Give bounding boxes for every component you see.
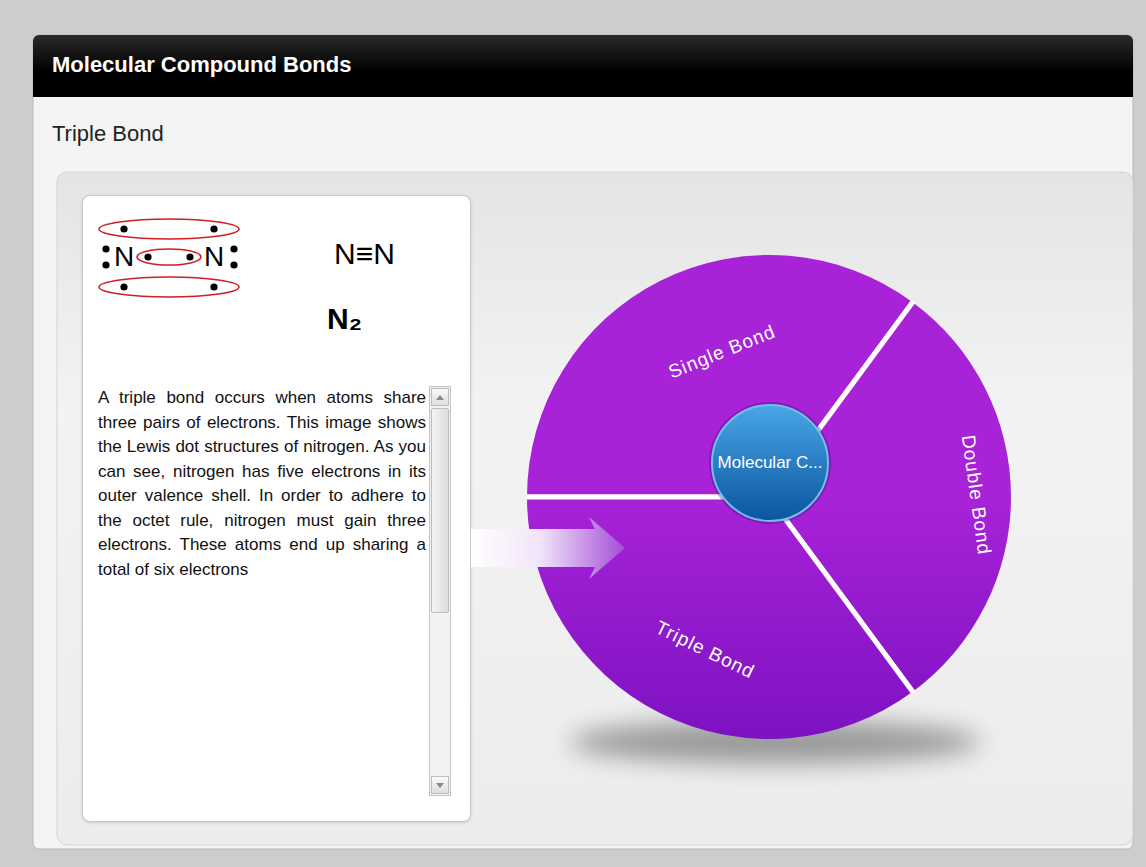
description-text: A triple bond occurs when atoms share th…	[98, 386, 426, 582]
text-holder: N≡N	[334, 237, 395, 271]
scroll-arrows	[430, 387, 450, 797]
text-holder: N₂	[327, 302, 362, 336]
label-holder: Triple Bond	[52, 121, 164, 147]
content-area	[57, 172, 1133, 845]
electron-dot	[230, 245, 237, 252]
info-card: N≡N N₂ A triple bond occurs when atoms sha…	[82, 195, 471, 822]
segment-divider	[769, 497, 913, 693]
shared-pair-ring	[137, 249, 201, 265]
panel	[33, 35, 1133, 849]
shared-pair-ring	[99, 219, 239, 239]
hub-ring	[709, 402, 831, 524]
text-holder: A triple bond occurs when atoms share th…	[98, 386, 426, 582]
structural-formula: N≡N	[334, 237, 395, 271]
hub-label: Molecular C...	[718, 453, 823, 473]
shared-pair-ring	[99, 277, 239, 297]
electron-dot	[210, 283, 217, 290]
arrow-down-glyph	[436, 783, 444, 788]
label-holder: N	[114, 241, 134, 273]
hub-fill	[712, 405, 828, 521]
electron-dot	[102, 245, 109, 252]
label-holder: N	[204, 241, 224, 273]
text-holder: Molecular Compound Bonds	[52, 52, 351, 78]
page-title: Molecular Compound Bonds	[52, 52, 351, 78]
electron-dot	[102, 261, 109, 268]
text-holder: Molecular C...	[718, 453, 823, 473]
electron-dot	[144, 253, 151, 260]
electron-dot	[120, 225, 127, 232]
atom-symbol: N	[114, 241, 134, 273]
scrollbar-track	[429, 386, 451, 796]
electron-dot	[120, 283, 127, 290]
scroll-thumb	[431, 408, 449, 613]
hub-circle: Molecular C...	[708, 401, 832, 525]
electron-dot	[210, 225, 217, 232]
title-bar: Molecular Compound Bonds	[33, 35, 1133, 97]
molecular-formula: N₂	[327, 302, 362, 336]
electron-dot	[230, 261, 237, 268]
arrow-up-glyph	[436, 395, 444, 400]
section-subtitle: Triple Bond	[52, 121, 164, 147]
electron-dot	[186, 253, 193, 260]
segment-fill	[527, 497, 913, 739]
atom-symbol: N	[204, 241, 224, 273]
